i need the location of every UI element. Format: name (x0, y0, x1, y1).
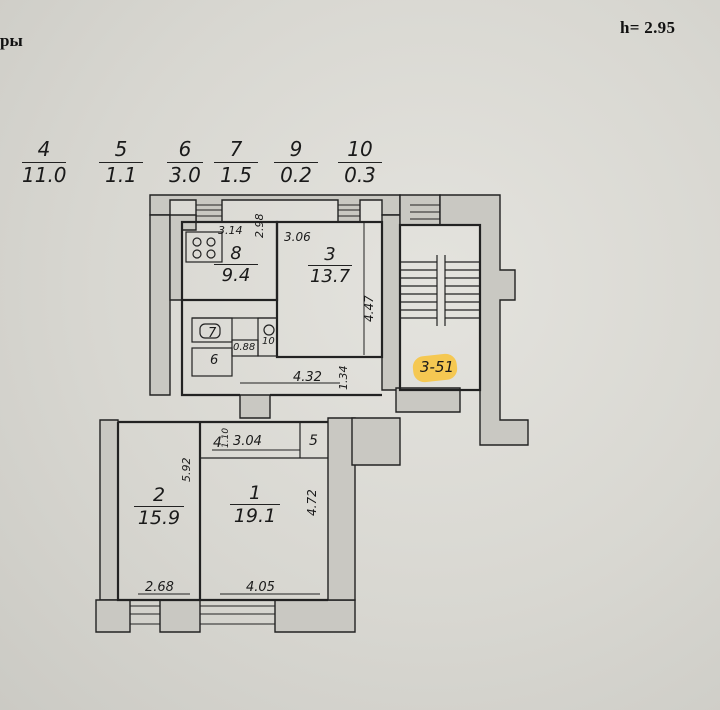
interior-walls (116, 220, 384, 602)
dim-110: 1.10 (221, 427, 231, 448)
room-1-label: 1 19.1 (230, 482, 280, 527)
room-8-label: 8 9.4 (214, 243, 258, 286)
room-6-number: 6 (210, 353, 219, 368)
room-10-number: 10 (262, 336, 275, 347)
legend-item-6: 6 3.0 (167, 137, 203, 187)
room-area: 19.1 (233, 505, 277, 527)
exterior-walls (95, 194, 529, 633)
legend-room: 7 (229, 137, 243, 161)
dim-405: 4.05 (246, 580, 275, 595)
dim-298: 2.98 (253, 213, 266, 239)
header-fragment: ры (0, 31, 23, 50)
room-area: 9.4 (221, 265, 251, 286)
legend-room: 5 (114, 137, 128, 161)
legend-item-5: 5 1.1 (99, 137, 143, 187)
legend-room: 9 (289, 137, 303, 161)
dim-472: 4.72 (305, 489, 319, 516)
legend-item-7: 7 1.5 (214, 137, 258, 187)
legend-item-10: 10 0.3 (338, 137, 382, 187)
highlight-marker (412, 353, 458, 383)
legend-area: 1.1 (105, 163, 137, 187)
room-area: 15.9 (137, 507, 181, 529)
legend-item-4: 4 11.0 (22, 137, 67, 187)
stairwell (398, 223, 482, 392)
dim-592: 5.92 (180, 457, 193, 483)
stair-label: 3-51 (420, 358, 455, 376)
dim-088: 0.88 (233, 342, 256, 353)
dim-314: 3.14 (218, 224, 243, 237)
dimension-lines (138, 223, 365, 595)
dim-306: 3.06 (284, 230, 311, 244)
windows (130, 204, 440, 625)
room-number: 8 (230, 243, 242, 264)
room-3-label: 3 13.7 (308, 244, 352, 287)
legend-room: 6 (178, 137, 192, 161)
legend-area: 3.0 (169, 163, 201, 187)
dim-432: 4.32 (293, 370, 322, 385)
room-number: 1 (248, 482, 262, 504)
room-2-label: 2 15.9 (134, 484, 184, 529)
legend-area: 11.0 (22, 163, 67, 187)
legend-area: 0.3 (344, 163, 376, 187)
dim-447: 4.47 (362, 295, 376, 322)
dim-268: 2.68 (145, 580, 174, 595)
legend-room: 4 (37, 137, 51, 161)
ceiling-height: h= 2.95 (620, 18, 676, 37)
legend-area: 1.5 (220, 163, 252, 187)
room-5-number: 5 (309, 433, 318, 449)
dim-304: 3.04 (233, 434, 262, 449)
legend-item-9: 9 0.2 (274, 137, 318, 187)
room-4-number: 4 (213, 435, 222, 451)
dim-134: 1.34 (337, 365, 350, 391)
room-number: 3 (324, 244, 336, 265)
legend-area: 0.2 (280, 163, 312, 187)
room-area: 13.7 (309, 266, 351, 287)
room-7-number: 7 (208, 326, 217, 341)
legend-room: 10 (347, 137, 373, 161)
room-number: 2 (152, 484, 166, 506)
